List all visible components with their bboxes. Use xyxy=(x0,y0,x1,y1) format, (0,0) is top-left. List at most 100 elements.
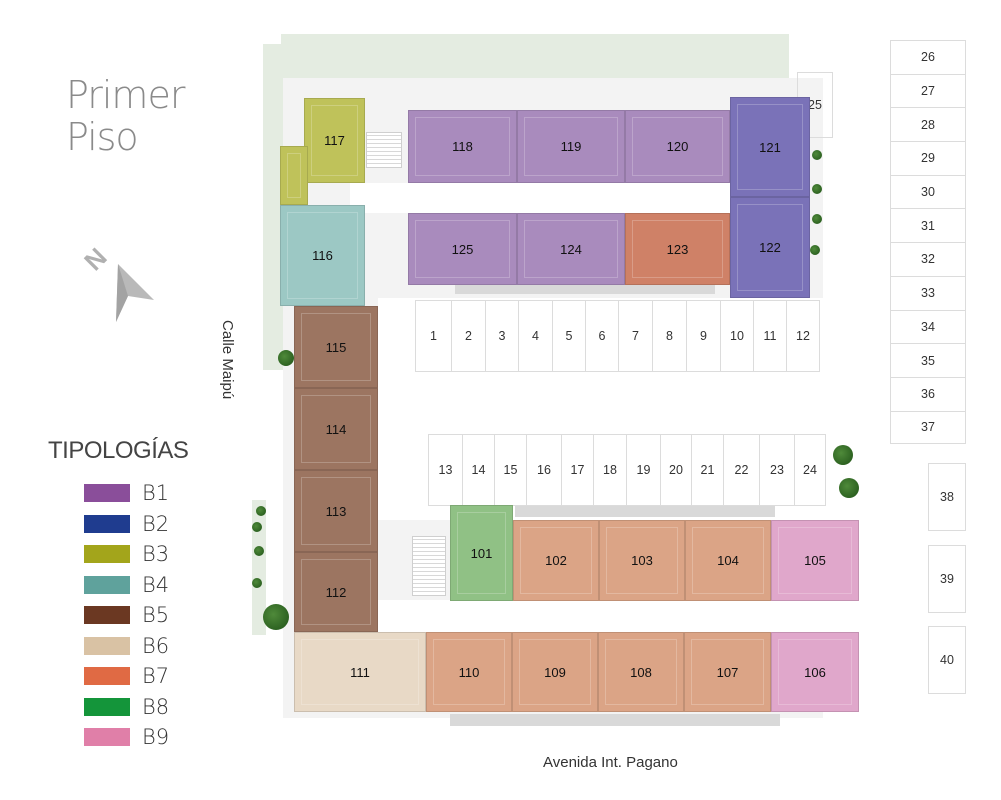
parking-slot-19[interactable]: 19 xyxy=(626,434,660,506)
parking-slot-1[interactable]: 1 xyxy=(415,300,451,372)
legend-swatch xyxy=(84,697,130,716)
garden-area-north xyxy=(281,34,789,78)
parking-slot-30[interactable]: 30 xyxy=(890,174,966,209)
unit-label: 121 xyxy=(759,139,781,155)
parking-slot-17[interactable]: 17 xyxy=(561,434,593,506)
parking-slot-8[interactable]: 8 xyxy=(652,300,686,372)
unit-113[interactable]: 113 xyxy=(294,470,378,552)
parking-slot-23[interactable]: 23 xyxy=(759,434,794,506)
unit-label: 101 xyxy=(470,545,493,561)
unit-label: 116 xyxy=(312,248,333,263)
parking-slot-16[interactable]: 16 xyxy=(526,434,561,506)
unit-117[interactable]: 117 xyxy=(304,98,365,183)
legend-label: B1 xyxy=(142,481,170,506)
unit-110[interactable]: 110 xyxy=(426,632,512,712)
parking-slot-37[interactable]: 37 xyxy=(890,410,966,445)
shrub-icon xyxy=(810,245,820,255)
shrub-icon xyxy=(254,546,264,556)
stairs-north xyxy=(366,132,402,168)
parking-slot-21[interactable]: 21 xyxy=(691,434,723,506)
unit-106[interactable]: 106 xyxy=(771,632,859,712)
unit-118[interactable]: 118 xyxy=(408,110,517,183)
unit-102[interactable]: 102 xyxy=(513,520,599,601)
unit-123[interactable]: 123 xyxy=(625,213,730,285)
unit-112[interactable]: 112 xyxy=(294,552,378,632)
unit-104[interactable]: 104 xyxy=(685,520,771,601)
parking-slot-9[interactable]: 9 xyxy=(686,300,720,372)
parking-slot-5[interactable]: 5 xyxy=(552,300,585,372)
parking-slot-39[interactable]: 39 xyxy=(928,545,966,613)
balcony-strip-north xyxy=(455,282,715,294)
shrub-icon xyxy=(252,522,262,532)
unit-label: 103 xyxy=(631,553,653,568)
unit-121[interactable]: 121 xyxy=(730,97,810,197)
unit-103[interactable]: 103 xyxy=(599,520,685,601)
parking-slot-20[interactable]: 20 xyxy=(660,434,691,506)
page-title: Primer Piso xyxy=(66,73,185,159)
parking-slot-10[interactable]: 10 xyxy=(720,300,753,372)
unit-label: 112 xyxy=(325,584,347,600)
parking-slot-24[interactable]: 24 xyxy=(794,434,826,506)
unit-114[interactable]: 114 xyxy=(294,388,378,470)
parking-slot-12[interactable]: 12 xyxy=(786,300,820,372)
unit-116[interactable]: 116 xyxy=(280,205,365,306)
shrub-icon xyxy=(256,506,266,516)
legend-item: B2 xyxy=(84,509,169,540)
unit-117-wing[interactable] xyxy=(280,146,308,205)
unit-108[interactable]: 108 xyxy=(598,632,684,712)
parking-slot-11[interactable]: 11 xyxy=(753,300,786,372)
unit-115[interactable]: 115 xyxy=(294,306,378,388)
balcony-strip-mid xyxy=(515,505,775,517)
unit-101[interactable]: 101 xyxy=(450,505,513,601)
unit-109[interactable]: 109 xyxy=(512,632,598,712)
legend-swatch xyxy=(84,667,130,686)
stairs-south xyxy=(412,536,446,596)
unit-122[interactable]: 122 xyxy=(730,197,810,298)
parking-slot-13[interactable]: 13 xyxy=(428,434,462,506)
parking-slot-35[interactable]: 35 xyxy=(890,343,966,377)
parking-slot-28[interactable]: 28 xyxy=(890,107,966,142)
unit-label: 117 xyxy=(324,133,345,148)
unit-label: 106 xyxy=(804,664,826,680)
shrub-icon xyxy=(252,578,262,588)
unit-label: 108 xyxy=(630,664,652,680)
legend-item: B6 xyxy=(84,631,169,662)
parking-slot-14[interactable]: 14 xyxy=(462,434,494,506)
shrub-icon xyxy=(812,150,822,160)
parking-slot-3[interactable]: 3 xyxy=(485,300,518,372)
parking-slot-38[interactable]: 38 xyxy=(928,463,966,531)
unit-125[interactable]: 125 xyxy=(408,213,517,285)
parking-slot-40[interactable]: 40 xyxy=(928,626,966,694)
parking-slot-2[interactable]: 2 xyxy=(451,300,485,372)
unit-label: 120 xyxy=(666,139,689,154)
parking-slot-26[interactable]: 26 xyxy=(890,40,966,74)
unit-111[interactable]: 111 xyxy=(294,632,426,712)
north-arrow-icon: N xyxy=(80,242,154,322)
tree-icon xyxy=(839,478,859,498)
parking-slot-33[interactable]: 33 xyxy=(890,275,966,310)
parking-slot-36[interactable]: 36 xyxy=(890,376,966,411)
unit-107[interactable]: 107 xyxy=(684,632,771,712)
parking-slot-18[interactable]: 18 xyxy=(593,434,626,506)
unit-label: 111 xyxy=(350,664,370,680)
unit-label: 109 xyxy=(544,664,566,680)
parking-slot-32[interactable]: 32 xyxy=(890,242,966,276)
unit-120[interactable]: 120 xyxy=(625,110,730,183)
parking-slot-6[interactable]: 6 xyxy=(585,300,618,372)
parking-slot-4[interactable]: 4 xyxy=(518,300,552,372)
legend-swatch xyxy=(84,575,130,594)
parking-slot-29[interactable]: 29 xyxy=(890,141,966,175)
parking-slot-7[interactable]: 7 xyxy=(618,300,652,372)
parking-slot-27[interactable]: 27 xyxy=(890,73,966,108)
garden-area-west xyxy=(263,44,283,370)
parking-slot-31[interactable]: 31 xyxy=(890,208,966,243)
parking-slot-34[interactable]: 34 xyxy=(890,309,966,344)
unit-label: 107 xyxy=(716,664,739,680)
unit-119[interactable]: 119 xyxy=(517,110,625,183)
unit-label: 105 xyxy=(804,553,826,568)
parking-slot-15[interactable]: 15 xyxy=(494,434,526,506)
parking-slot-22[interactable]: 22 xyxy=(723,434,759,506)
unit-105[interactable]: 105 xyxy=(771,520,859,601)
unit-124[interactable]: 124 xyxy=(517,213,625,285)
unit-label: 118 xyxy=(452,139,473,154)
